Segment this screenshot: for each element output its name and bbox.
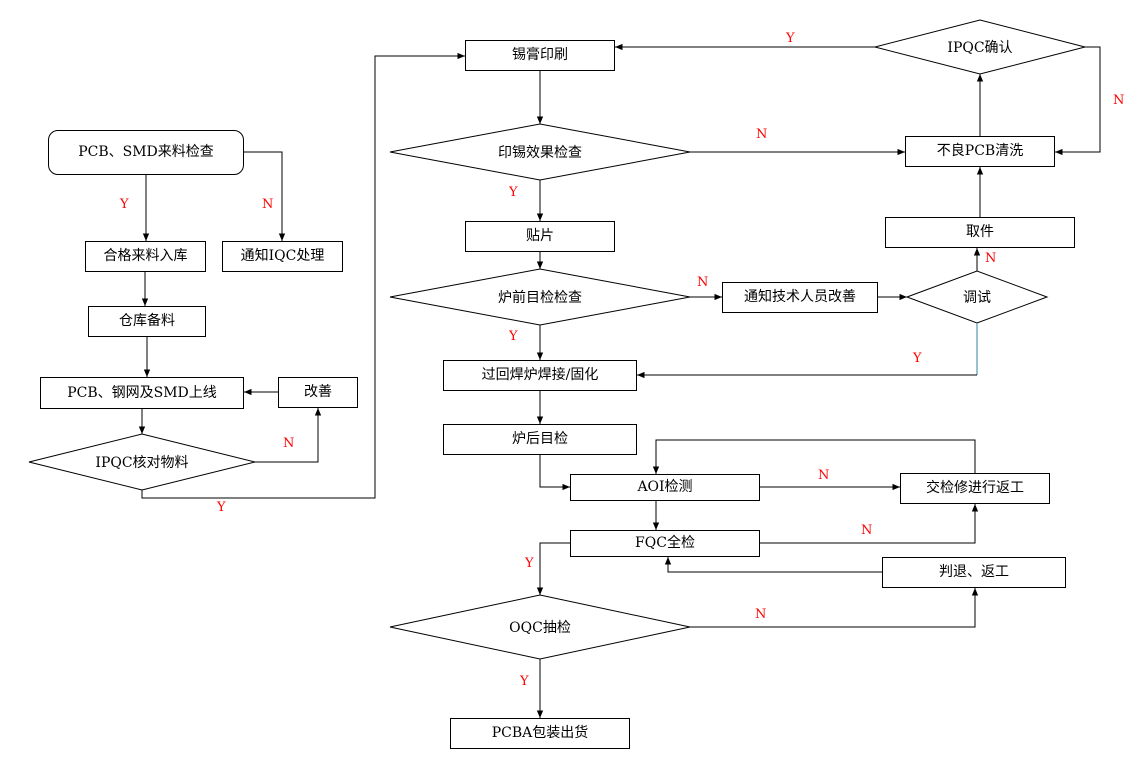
node-ipqc-verify: IPQC核对物料 xyxy=(95,455,189,471)
node-print-check: 印锡效果检查 xyxy=(498,145,582,161)
node-improve: 改善 xyxy=(278,377,358,408)
edge-rework-to-aoi xyxy=(652,439,976,474)
node-solder-print: 锡膏印刷 xyxy=(465,40,615,71)
node-pickup: 取件 xyxy=(885,217,1075,248)
edge-oqc-to-rejectrework xyxy=(690,588,979,628)
edge-ipqcconfirm-to-badpcb xyxy=(1055,46,1101,156)
edge-label-aoi-no: N xyxy=(818,468,830,483)
edge-fqc-to-rework xyxy=(760,504,979,544)
edge-label-debug-no: N xyxy=(985,251,997,266)
node-warehouse-prep: 仓库备料 xyxy=(88,306,206,337)
edge-label-ipqcconfirm-no: N xyxy=(1113,93,1125,108)
node-packing-ship: PCBA包装出货 xyxy=(450,718,630,749)
node-fqc: FQC全检 xyxy=(570,530,760,557)
edge-label-printcheck-no: N xyxy=(756,127,768,142)
edge-label-ipqcconfirm-yes: Y xyxy=(786,31,795,46)
edge-label-prefurnace-no: N xyxy=(697,275,709,290)
node-ipqc-confirm: IPQC确认 xyxy=(947,40,1013,56)
node-post-furnace-check: 炉后目检 xyxy=(443,424,637,455)
edge-label-fqc-no: N xyxy=(861,523,873,538)
edge-postfurnace-to-aoi xyxy=(539,455,570,491)
edge-ipqcverify-to-solderprint xyxy=(141,52,465,499)
edge-label-ipqcverify-yes: Y xyxy=(217,500,226,515)
node-reject-rework: 判退、返工 xyxy=(882,557,1066,588)
edge-label-fqc-yes: Y xyxy=(525,556,534,571)
edge-rejectrework-to-fqc xyxy=(664,557,882,573)
node-notify-tech: 通知技术人员改善 xyxy=(722,282,878,313)
edge-label-prefurnace-yes: Y xyxy=(509,329,518,344)
edge-label-printcheck-yes: Y xyxy=(509,185,518,200)
edge-fqc-to-oqc xyxy=(536,542,570,595)
node-pcb-online: PCB、钢网及SMD上线 xyxy=(40,377,244,409)
node-oqc: OQC抽检 xyxy=(509,620,571,636)
node-bad-pcb-clean: 不良PCB清洗 xyxy=(905,136,1055,167)
edge-label-incoming-no: N xyxy=(262,197,274,212)
edge-label-ipqcverify-no: N xyxy=(283,436,295,451)
node-notify-iqc: 通知IQC处理 xyxy=(222,241,343,272)
edge-label-oqc-yes: Y xyxy=(520,674,529,689)
node-placement: 贴片 xyxy=(465,221,615,252)
node-reflow: 过回焊炉焊接/固化 xyxy=(443,360,637,391)
node-qualified-storage: 合格来料入库 xyxy=(85,241,206,272)
diamond-debug xyxy=(905,270,1049,324)
edge-incoming-to-notifyiqc xyxy=(244,151,286,241)
edge-label-debug-yes: Y xyxy=(913,351,922,366)
node-send-repair-rework: 交检修进行返工 xyxy=(900,473,1050,504)
node-pre-furnace-check: 炉前目检检查 xyxy=(498,290,582,306)
edge-label-incoming-yes: Y xyxy=(120,197,129,212)
edge-ipqcverify-to-improve xyxy=(255,408,322,463)
edge-label-oqc-no: N xyxy=(755,607,767,622)
node-aoi: AOI检测 xyxy=(570,474,760,501)
node-incoming-inspection: PCB、SMD来料检查 xyxy=(48,130,244,175)
node-debug: 调试 xyxy=(963,290,991,306)
